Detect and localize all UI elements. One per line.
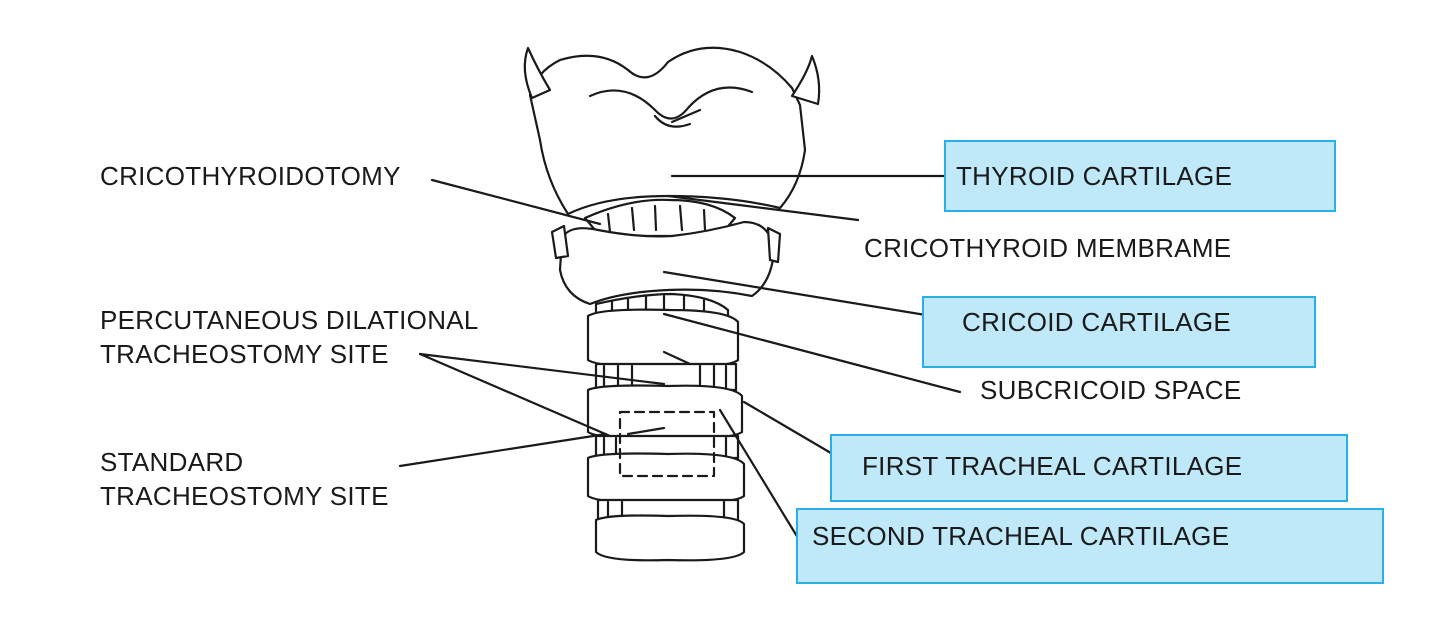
label-cricothyroidotomy: CRICOTHYROIDOTOMY (100, 161, 401, 191)
leader-percutaneous-1 (418, 352, 666, 386)
leader-standard-tracheostomy (398, 432, 608, 468)
leader-cricothyroidotomy (430, 178, 602, 226)
box-thyroid-cartilage: THYROID CARTILAGE (944, 140, 1336, 212)
cricoid-cartilage-shape (550, 220, 782, 306)
label-standard-line2: TRACHEOSTOMY SITE (100, 481, 389, 511)
leader-subcricoid-space (662, 312, 962, 394)
leader-first-tracheal (742, 400, 838, 458)
fourth-tracheal-ring-shape (594, 514, 746, 562)
third-tracheal-ring-shape (586, 452, 746, 504)
label-thyroid-cartilage: THYROID CARTILAGE (956, 161, 1233, 191)
leader-lines (398, 174, 962, 540)
label-percutaneous-line1: PERCUTANEOUS DILATIONAL (100, 305, 479, 335)
box-second-tracheal-cartilage: SECOND TRACHEAL CARTILAGE (796, 508, 1384, 584)
leader-second-tracheal (718, 408, 800, 540)
label-subcricoid-space: SUBCRICOID SPACE (980, 375, 1242, 405)
leader-cricoid-cartilage (662, 270, 946, 320)
box-cricoid-cartilage: CRICOID CARTILAGE (922, 296, 1316, 368)
label-second-tracheal-cartilage: SECOND TRACHEAL CARTILAGE (812, 521, 1230, 551)
label-standard-line1: STANDARD (100, 447, 244, 477)
first-tracheal-ring-shape (586, 308, 740, 368)
box-first-tracheal-cartilage: FIRST TRACHEAL CARTILAGE (830, 434, 1348, 502)
cricothyroid-membrane-shape (583, 198, 737, 238)
label-first-tracheal-cartilage: FIRST TRACHEAL CARTILAGE (862, 451, 1243, 481)
leader-percutaneous-2 (418, 352, 612, 438)
label-cricothyroid-membrane: CRICOTHYROID MEMBRAME (864, 233, 1232, 263)
leader-cricothyroid-membrane (666, 194, 860, 222)
thyroid-cartilage-shape (523, 46, 821, 216)
label-cricoid-cartilage: CRICOID CARTILAGE (962, 307, 1231, 337)
standard-tracheostomy-dashed-box (618, 410, 716, 478)
label-percutaneous-line2: TRACHEOSTOMY SITE (100, 339, 389, 369)
